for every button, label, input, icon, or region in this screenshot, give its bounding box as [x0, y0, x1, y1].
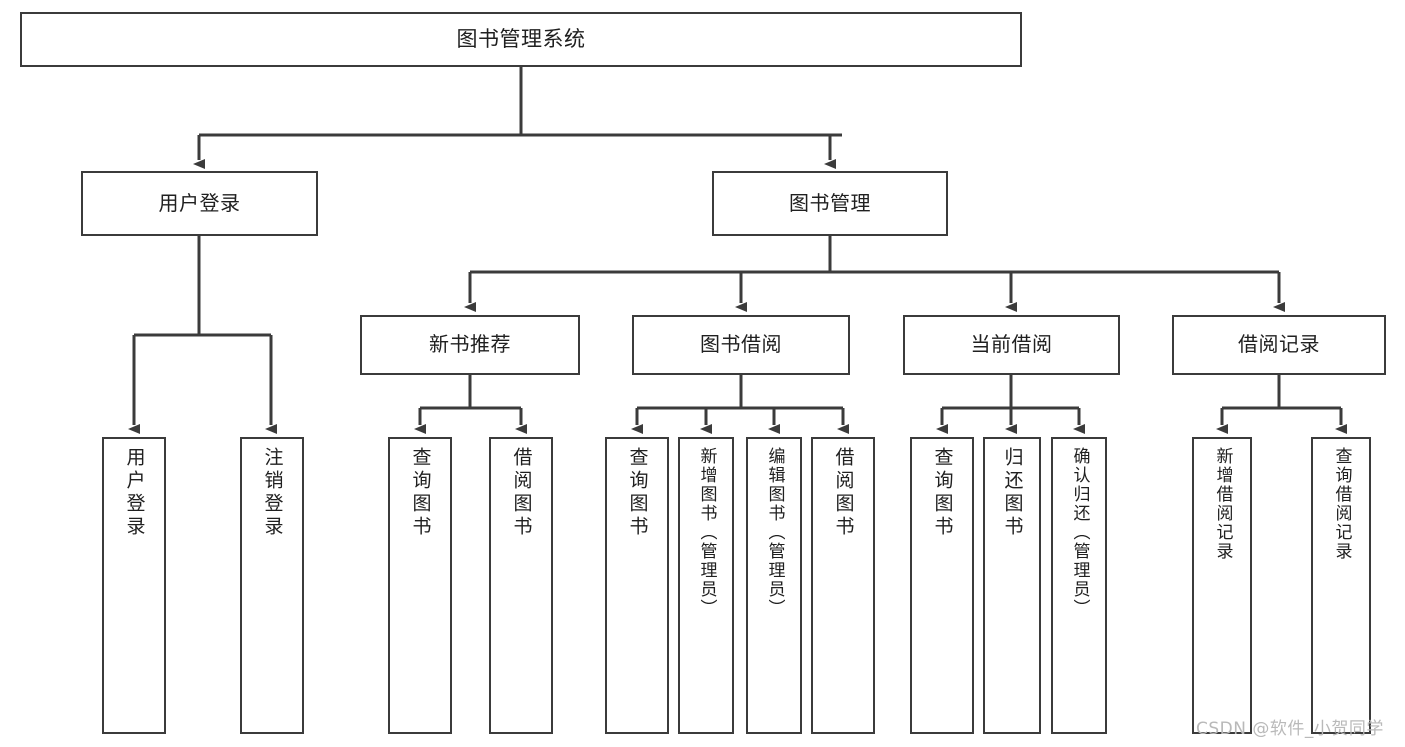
- leaf-edit-book[interactable]: 编辑图书（管理员）: [746, 437, 802, 734]
- leaf-confirm-return-label: 确认归还（管理员）: [1069, 447, 1090, 618]
- leaf-query-record[interactable]: 查询借阅记录: [1311, 437, 1371, 734]
- node-current-borrow[interactable]: 当前借阅: [903, 315, 1120, 375]
- leaf-add-record[interactable]: 新增借阅记录: [1192, 437, 1252, 734]
- node-current-borrow-label: 当前借阅: [970, 332, 1053, 357]
- leaf-user-login[interactable]: 用户登录: [102, 437, 166, 734]
- node-book-management[interactable]: 图书管理: [712, 171, 948, 236]
- leaf-borrow-book-2-label: 借阅图书: [832, 447, 855, 539]
- leaf-query-book-1[interactable]: 查询图书: [388, 437, 452, 734]
- leaf-borrow-book-1-label: 借阅图书: [510, 447, 533, 539]
- leaf-query-book-3[interactable]: 查询图书: [910, 437, 974, 734]
- leaf-query-record-label: 查询借阅记录: [1331, 447, 1352, 561]
- node-book-borrow[interactable]: 图书借阅: [632, 315, 850, 375]
- leaf-query-book-1-label: 查询图书: [409, 447, 432, 539]
- leaf-add-book-label: 新增图书（管理员）: [696, 447, 717, 618]
- leaf-edit-book-label: 编辑图书（管理员）: [764, 447, 785, 618]
- leaf-add-record-label: 新增借阅记录: [1212, 447, 1233, 561]
- leaf-add-book[interactable]: 新增图书（管理员）: [678, 437, 734, 734]
- leaf-borrow-book-2[interactable]: 借阅图书: [811, 437, 875, 734]
- node-root[interactable]: 图书管理系统: [20, 12, 1022, 67]
- leaf-user-login-label: 用户登录: [123, 447, 146, 539]
- leaf-logout-label: 注销登录: [261, 447, 284, 539]
- node-new-book-recommend-label: 新书推荐: [429, 332, 511, 357]
- leaf-query-book-2-label: 查询图书: [626, 447, 649, 539]
- leaf-query-book-3-label: 查询图书: [931, 447, 954, 539]
- node-book-management-label: 图书管理: [789, 190, 871, 215]
- node-user-login-label: 用户登录: [158, 190, 241, 215]
- leaf-borrow-book-1[interactable]: 借阅图书: [489, 437, 553, 734]
- node-new-book-recommend[interactable]: 新书推荐: [360, 315, 580, 375]
- node-borrow-record[interactable]: 借阅记录: [1172, 315, 1386, 375]
- node-root-label: 图书管理系统: [456, 27, 586, 52]
- watermark: CSDN @软件_小贺同学: [1196, 719, 1384, 739]
- leaf-confirm-return[interactable]: 确认归还（管理员）: [1051, 437, 1107, 734]
- node-borrow-record-label: 借阅记录: [1238, 332, 1320, 357]
- leaf-query-book-2[interactable]: 查询图书: [605, 437, 669, 734]
- leaf-return-book-label: 归还图书: [1001, 447, 1024, 539]
- leaf-return-book[interactable]: 归还图书: [983, 437, 1041, 734]
- node-book-borrow-label: 图书借阅: [700, 332, 782, 357]
- leaf-logout[interactable]: 注销登录: [240, 437, 304, 734]
- node-user-login[interactable]: 用户登录: [81, 171, 318, 236]
